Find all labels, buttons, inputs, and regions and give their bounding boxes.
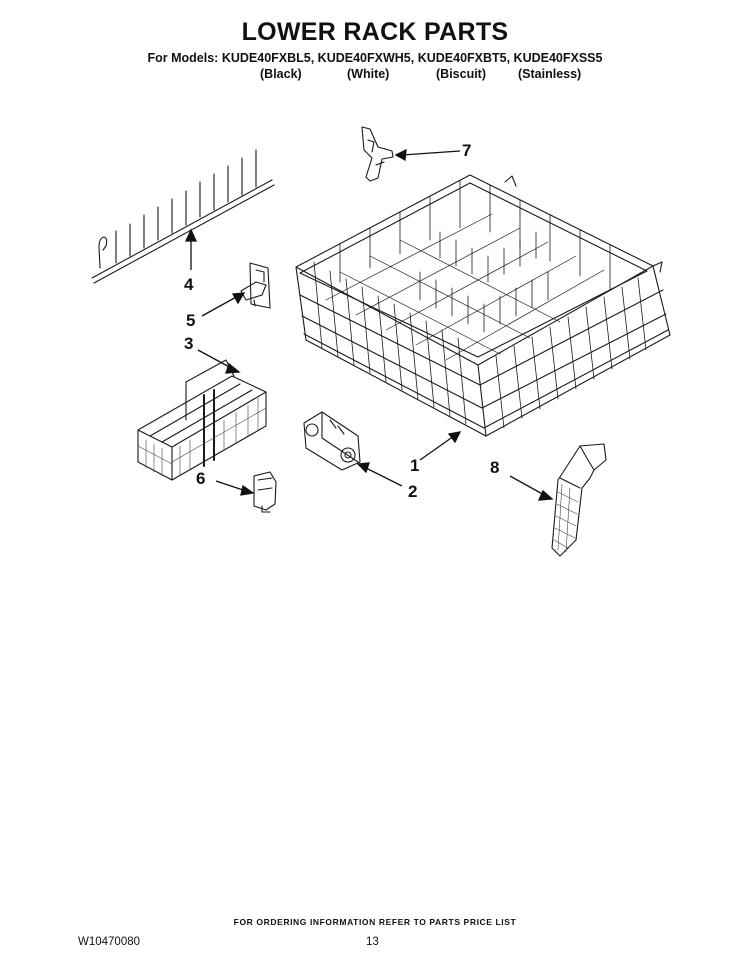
callout-8: 8 — [490, 458, 500, 477]
lower-rack-part — [295, 174, 671, 437]
clip-part — [361, 126, 394, 182]
finish-biscuit: (Biscuit) — [436, 67, 486, 81]
leader-arrow-6 — [215, 480, 255, 496]
callout-2: 2 — [408, 482, 418, 501]
roller-part — [303, 411, 361, 471]
finish-black: (Black) — [260, 67, 302, 81]
silverware-basket-part — [137, 359, 267, 481]
leader-arrow-3 — [197, 349, 241, 374]
finish-stainless: (Stainless) — [518, 67, 582, 81]
finish-white: (White) — [347, 67, 390, 81]
callout-4: 4 — [184, 275, 194, 294]
callout-7: 7 — [462, 141, 472, 160]
leader-arrow-2 — [356, 462, 403, 487]
models-line: For Models: KUDE40FXBL5, KUDE40FXWH5, KU… — [147, 51, 603, 65]
leader-arrow-5 — [201, 292, 246, 317]
small-basket-part — [551, 443, 607, 557]
leader-arrow-4 — [184, 228, 198, 270]
leader-arrow-1 — [419, 431, 462, 461]
page-number: 13 — [366, 936, 379, 948]
callout-6: 6 — [196, 469, 206, 488]
page-title: LOWER RACK PARTS — [241, 18, 509, 46]
document-number: W10470080 — [78, 936, 141, 948]
small-clip-part — [253, 471, 277, 513]
leader-arrow-8 — [509, 475, 554, 501]
bracket-part — [240, 262, 271, 309]
leader-arrow-7 — [394, 148, 461, 162]
ordering-note: FOR ORDERING INFORMATION REFER TO PARTS … — [233, 917, 517, 927]
callout-3: 3 — [184, 334, 194, 353]
callout-1: 1 — [410, 456, 420, 475]
callout-5: 5 — [186, 311, 196, 330]
tine-row-part — [91, 149, 275, 284]
